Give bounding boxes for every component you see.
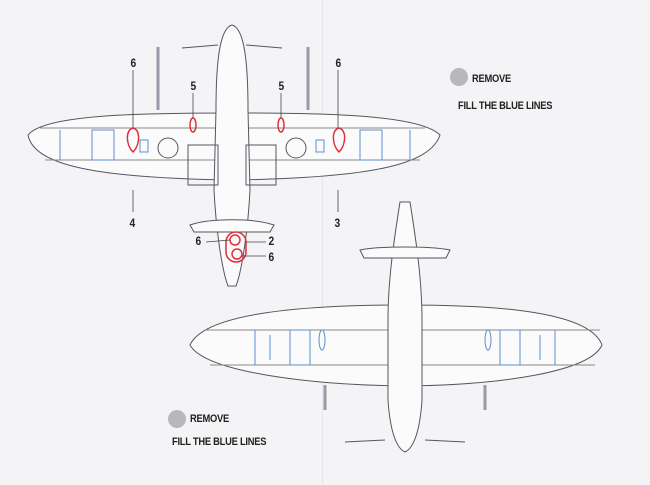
callout-6: 6 <box>195 234 202 248</box>
bottom-blue-lines <box>254 329 556 366</box>
legend-remove-label: REMOVE <box>190 413 229 425</box>
top-tailplane <box>189 219 275 233</box>
callout-6: 6 <box>130 56 137 70</box>
top-fuselage <box>213 24 251 287</box>
callout-2: 2 <box>268 234 275 248</box>
bottom-tailplane <box>359 246 451 259</box>
callout-5: 5 <box>190 79 197 93</box>
callout-6: 6 <box>335 56 342 70</box>
callout-6: 6 <box>268 250 275 264</box>
callout-leaders <box>132 70 339 257</box>
top-blue-lines <box>59 129 411 161</box>
callout-4: 4 <box>129 216 136 230</box>
remove-swatch-icon <box>450 68 468 86</box>
top-view-aircraft <box>27 24 441 287</box>
callout-3: 3 <box>334 216 341 230</box>
bottom-view-aircraft <box>189 201 603 453</box>
legend-fill-label: FILL THE BLUE LINES <box>458 100 553 112</box>
legend-remove-label: REMOVE <box>472 73 511 85</box>
remove-swatch-icon <box>168 410 186 428</box>
bottom-fuselage <box>387 201 423 453</box>
callout-5: 5 <box>278 79 285 93</box>
sheet-fold <box>322 0 323 485</box>
legend-fill-label: FILL THE BLUE LINES <box>172 436 267 448</box>
